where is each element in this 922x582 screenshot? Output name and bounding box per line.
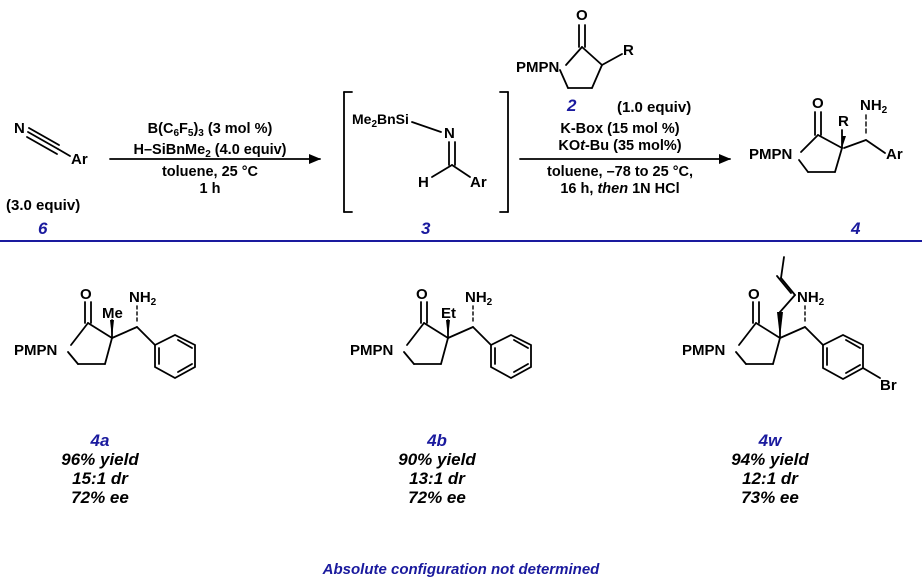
bracket-right (499, 91, 509, 213)
step1-conditions-below: toluene, 25 °C 1 h (110, 164, 310, 198)
example-4a-results: 4a 96% yield 15:1 dr 72% ee (20, 431, 180, 507)
example-4b-ee: 72% ee (408, 488, 466, 507)
product-4-atom-pmpn: PMPN (749, 146, 793, 163)
example-4w-results: 4w 94% yield 12:1 dr 73% ee (690, 431, 850, 507)
example-4a-ee: 72% ee (71, 488, 129, 507)
step2-line1: K-Box (15 mol %) (560, 121, 680, 137)
step1-line1: B(C6F5)3 (3 mol %) (147, 121, 273, 139)
example-4a-atom-pmpn: PMPN (14, 342, 58, 359)
compound-label-2: 2 (567, 96, 577, 115)
imine-3-atom-h: H (418, 174, 429, 191)
example-4w-atom-br: Br (880, 377, 897, 394)
compound-label-4w: 4w (758, 431, 782, 450)
product-4-atom-o: O (812, 95, 824, 112)
step1-conditions: B(C6F5)3 (3 mol %) H–SiBnMe2 (4.0 equiv) (110, 121, 310, 163)
reagent-6-equiv: (3.0 equiv) (6, 197, 81, 214)
step1-line4: 1 h (199, 181, 221, 197)
bracket-left (343, 91, 353, 213)
step2-line2: KOt-Bu (35 mol%) (558, 138, 682, 154)
example-4a-substituent: Me (102, 305, 123, 322)
lactam-2-atom-pmpn: PMPN (516, 59, 560, 76)
imine-3-atom-n: N (444, 125, 455, 142)
product-4-atom-ar: Ar (886, 146, 903, 163)
product-4-bonds (798, 111, 886, 173)
example-4w-bonds (735, 256, 881, 381)
example-4b-results: 4b 90% yield 13:1 dr 72% ee (357, 431, 517, 507)
example-4b-substituent: Et (441, 305, 456, 322)
compound-label-3: 3 (421, 219, 431, 238)
example-4b-atom-o: O (416, 286, 428, 303)
step2-conditions: K-Box (15 mol %) KOt-Bu (35 mol%) (520, 121, 720, 155)
nitrile-6-atom-n: N (14, 120, 25, 137)
example-4a-atom-nh2: NH2 (129, 289, 157, 308)
step2-line3: toluene, –78 to 25 °C, (546, 164, 693, 180)
lactam-2-atom-o: O (576, 7, 588, 24)
example-4w-ee: 73% ee (741, 488, 799, 507)
lactam-2-atom-r: R (623, 42, 634, 59)
example-4a-bonds (67, 301, 196, 380)
example-4w-atom-nh2: NH2 (797, 289, 825, 308)
imine-3-atom-ar: Ar (470, 174, 487, 191)
example-4a-atom-o: O (80, 286, 92, 303)
compound-label-4a: 4a (90, 431, 110, 450)
imine-3-silyl: Me2BnSi (352, 111, 409, 130)
lactam-2-bonds (559, 24, 623, 89)
example-4b-atom-pmpn: PMPN (350, 342, 394, 359)
example-4b-atom-nh2: NH2 (465, 289, 493, 308)
reagent-2-equiv: (1.0 equiv) (617, 99, 692, 116)
step2-line4: 16 h, then 1N HCl (560, 181, 680, 197)
example-4w-dr: 12:1 dr (742, 469, 798, 488)
imine-3-bonds (411, 121, 471, 178)
product-4-atom-nh2: NH2 (860, 97, 888, 116)
step2-conditions-below: toluene, –78 to 25 °C, 16 h, then 1N HCl (515, 164, 725, 198)
example-4a-yield: 96% yield (61, 450, 139, 469)
example-4w-atom-pmpn: PMPN (682, 342, 726, 359)
compound-label-6: 6 (38, 219, 48, 238)
example-4w-atom-o: O (748, 286, 760, 303)
footer-note: Absolute configuration not determined (322, 561, 600, 578)
example-4b-yield: 90% yield (398, 450, 476, 469)
example-4w-yield: 94% yield (731, 450, 809, 469)
step1-line3: toluene, 25 °C (161, 164, 259, 180)
nitrile-6-bonds (26, 127, 71, 157)
product-4-atom-r: R (838, 113, 849, 130)
compound-label-4: 4 (851, 219, 861, 238)
nitrile-6-atom-ar: Ar (71, 151, 88, 168)
example-4b-bonds (403, 301, 532, 380)
example-4b-dr: 13:1 dr (409, 469, 465, 488)
step1-line2: H–SiBnMe2 (4.0 equiv) (133, 142, 287, 160)
example-4a-dr: 15:1 dr (72, 469, 128, 488)
compound-label-4b: 4b (427, 431, 447, 450)
